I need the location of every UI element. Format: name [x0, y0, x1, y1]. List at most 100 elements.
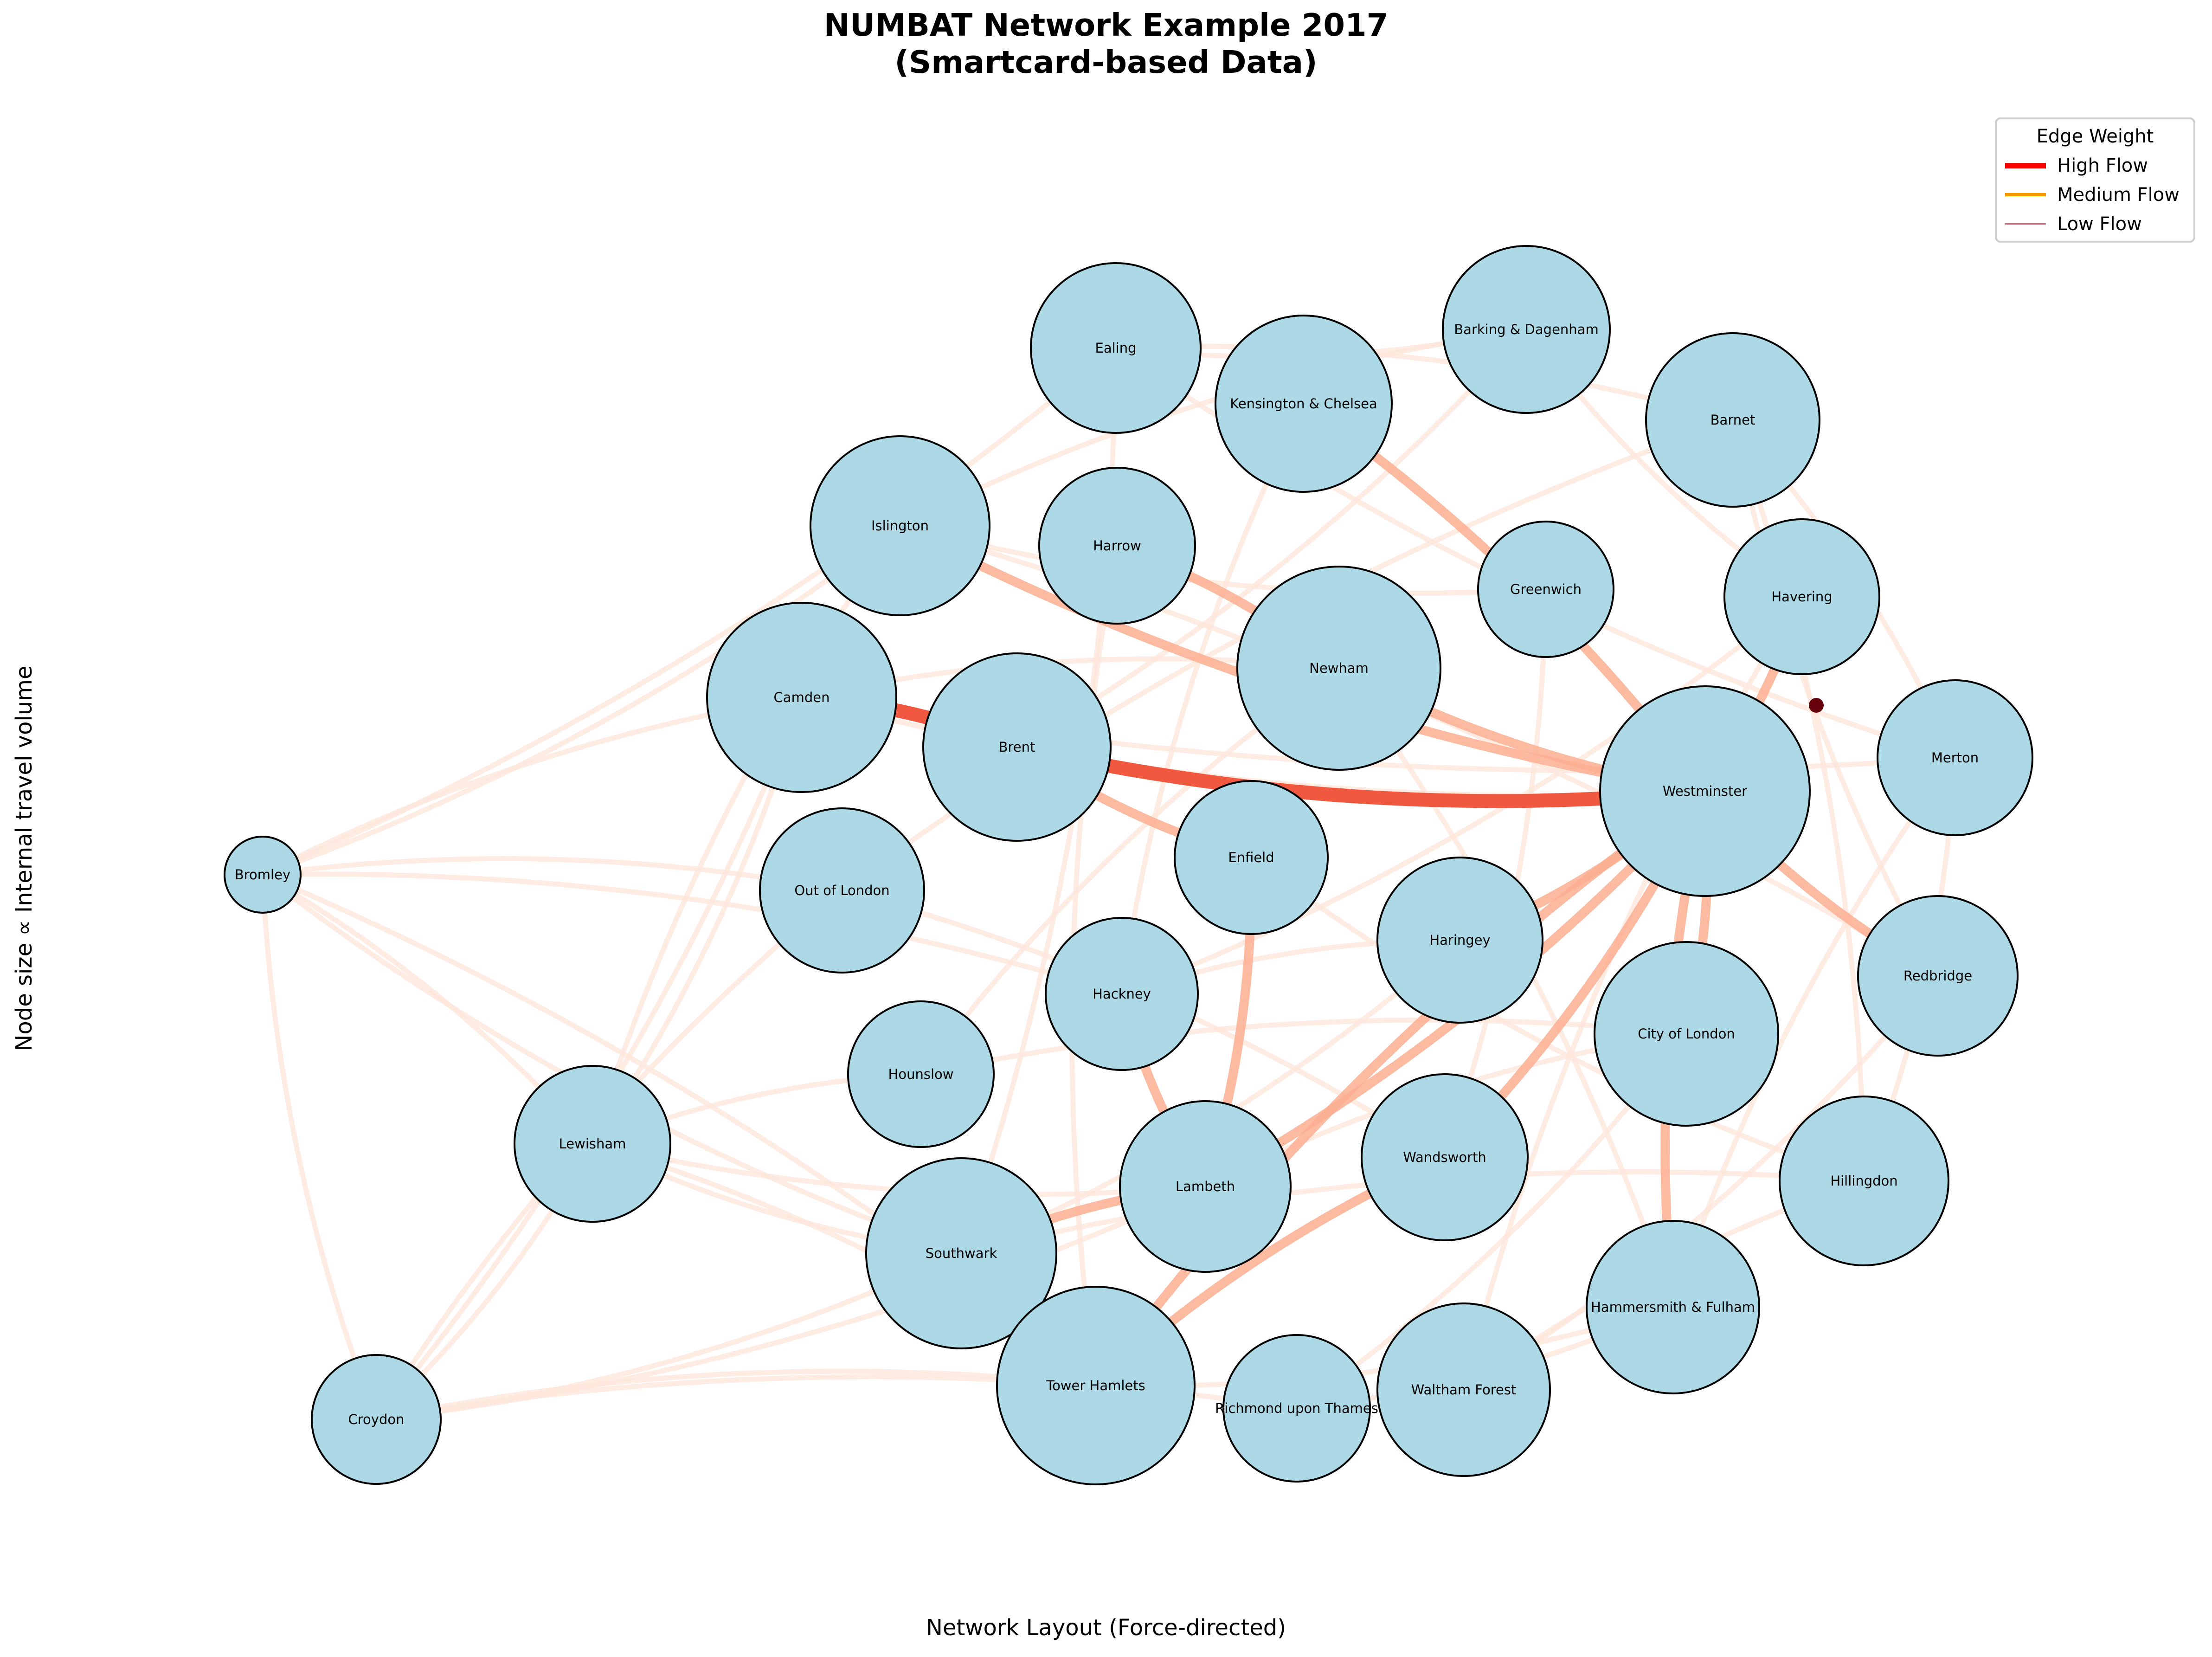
node-CityOfLondon[interactable]: City of London	[1594, 941, 1779, 1127]
node-label: Croydon	[348, 1412, 405, 1427]
node-Hounslow[interactable]: Hounslow	[847, 1000, 995, 1148]
edge-Bromley-Hackney	[260, 871, 1125, 997]
node-circle[interactable]	[865, 1157, 1057, 1349]
edge-Bromley-Croydon	[260, 872, 379, 1422]
node-Hackney[interactable]: Hackney	[1045, 917, 1199, 1071]
node-label: Tower Hamlets	[1046, 1378, 1145, 1393]
node-circle[interactable]	[1442, 245, 1611, 414]
node-OutOfLondon[interactable]: Out of London	[759, 807, 925, 974]
node-circle[interactable]	[706, 602, 897, 793]
node-Haringey[interactable]: Haringey	[1376, 857, 1543, 1024]
node-label: Havering	[1771, 589, 1832, 605]
title-line-1: NUMBAT Network Example 2017	[823, 7, 1389, 43]
node-circle[interactable]	[759, 807, 925, 974]
node-label: Waltham Forest	[1411, 1382, 1517, 1398]
node-label: Westminster	[1663, 783, 1747, 799]
node-WalthamForest[interactable]: Waltham Forest	[1376, 1302, 1551, 1477]
node-Southwark[interactable]: Southwark	[865, 1157, 1057, 1349]
node-circle[interactable]	[922, 652, 1112, 842]
legend-item-low: Low Flow	[1997, 209, 2193, 239]
node-Hillingdon[interactable]: Hillingdon	[1779, 1096, 1949, 1266]
node-Kensington[interactable]: Kensington & Chelsea	[1215, 315, 1393, 493]
node-label: Ealing	[1095, 340, 1137, 356]
node-circle[interactable]	[1376, 857, 1543, 1024]
node-circle[interactable]	[1174, 780, 1329, 935]
node-Harrow[interactable]: Harrow	[1038, 467, 1196, 625]
node-circle[interactable]	[1779, 1096, 1949, 1266]
node-circle[interactable]	[1222, 1334, 1371, 1483]
node-label: Richmond upon Thames	[1215, 1400, 1378, 1416]
node-circle[interactable]	[810, 435, 990, 616]
node-circle[interactable]	[1645, 332, 1820, 508]
node-Wandsworth[interactable]: Wandsworth	[1361, 1073, 1529, 1241]
node-Camden[interactable]: Camden	[706, 602, 897, 793]
legend-swatch-low	[2005, 223, 2046, 225]
node-Islington[interactable]: Islington	[810, 435, 990, 616]
node-Havering[interactable]: Havering	[1723, 518, 1880, 675]
node-Merton[interactable]: Merton	[1877, 679, 2033, 836]
node-label: Enfield	[1228, 850, 1274, 865]
node-circle[interactable]	[1857, 895, 2019, 1057]
node-Newham[interactable]: Newham	[1236, 566, 1441, 771]
node-label: Hackney	[1093, 986, 1151, 1002]
node-label: Barnet	[1710, 412, 1755, 428]
node-circle[interactable]	[311, 1354, 442, 1485]
node-Hammersmith[interactable]: Hammersmith & Fulham	[1586, 1220, 1760, 1394]
node-Bromley[interactable]: Bromley	[224, 836, 302, 914]
node-circle[interactable]	[1236, 566, 1441, 771]
node-Ealing[interactable]: Ealing	[1030, 262, 1202, 434]
legend-label-high: High Flow	[2057, 155, 2148, 176]
node-circle[interactable]	[1215, 315, 1393, 493]
node-circle[interactable]	[1877, 679, 2033, 836]
node-label: Out of London	[794, 883, 889, 898]
node-circle[interactable]	[1599, 685, 1811, 897]
node-label: City of London	[1638, 1026, 1735, 1042]
node-circle[interactable]	[996, 1286, 1196, 1485]
node-label: Islington	[871, 518, 929, 534]
y-axis-label: Node size ∝ Internal travel volume	[11, 665, 37, 1051]
node-label: Lewisham	[559, 1136, 626, 1152]
node-circle[interactable]	[1038, 467, 1196, 625]
edge-Greenwich-Wandsworth	[1442, 587, 1549, 1160]
node-circle[interactable]	[1594, 941, 1779, 1127]
legend-item-medium: Medium Flow	[1997, 180, 2193, 209]
node-label: Wandsworth	[1403, 1149, 1486, 1165]
node-Westminster[interactable]: Westminster	[1599, 685, 1811, 897]
node-circle[interactable]	[1723, 518, 1880, 675]
node-circle[interactable]	[1376, 1302, 1551, 1477]
node-circle[interactable]	[1361, 1073, 1529, 1241]
node-circle[interactable]	[1477, 521, 1614, 658]
edge-Bromley-Ealing	[260, 345, 1119, 877]
node-Barnet[interactable]: Barnet	[1645, 332, 1820, 508]
node-Barking[interactable]: Barking & Dagenham	[1442, 245, 1611, 414]
node-Enfield[interactable]: Enfield	[1174, 780, 1329, 935]
legend-label-medium: Medium Flow	[2057, 184, 2180, 206]
node-Redbridge[interactable]: Redbridge	[1857, 895, 2019, 1057]
node-label: Kensington & Chelsea	[1230, 396, 1377, 412]
node-circle[interactable]	[224, 836, 302, 914]
node-label: Merton	[1931, 750, 1979, 766]
legend: Edge Weight High Flow Medium Flow Low Fl…	[1995, 117, 2195, 243]
node-label: Redbridge	[1903, 968, 1972, 984]
node-label: Barking & Dagenham	[1454, 322, 1598, 337]
node-label: Camden	[774, 690, 830, 705]
node-Lambeth[interactable]: Lambeth	[1119, 1100, 1292, 1273]
node-TowerHamlets[interactable]: Tower Hamlets	[996, 1286, 1196, 1485]
node-Brent[interactable]: Brent	[922, 652, 1112, 842]
node-Richmond[interactable]: Richmond upon Thames	[1215, 1334, 1378, 1483]
legend-label-low: Low Flow	[2057, 213, 2142, 235]
node-circle[interactable]	[514, 1065, 671, 1223]
node-Croydon[interactable]: Croydon	[311, 1354, 442, 1485]
edge-arrowhead	[1809, 698, 1824, 713]
node-circle[interactable]	[1045, 917, 1199, 1071]
edge-Ealing-Barnet	[1113, 343, 1736, 423]
node-circle[interactable]	[1586, 1220, 1760, 1394]
node-Greenwich[interactable]: Greenwich	[1477, 521, 1614, 658]
edge-Hackney-Havering	[1119, 594, 1805, 997]
node-circle[interactable]	[847, 1000, 995, 1148]
node-Lewisham[interactable]: Lewisham	[514, 1065, 671, 1223]
node-circle[interactable]	[1030, 262, 1202, 434]
node-circle[interactable]	[1119, 1100, 1292, 1273]
